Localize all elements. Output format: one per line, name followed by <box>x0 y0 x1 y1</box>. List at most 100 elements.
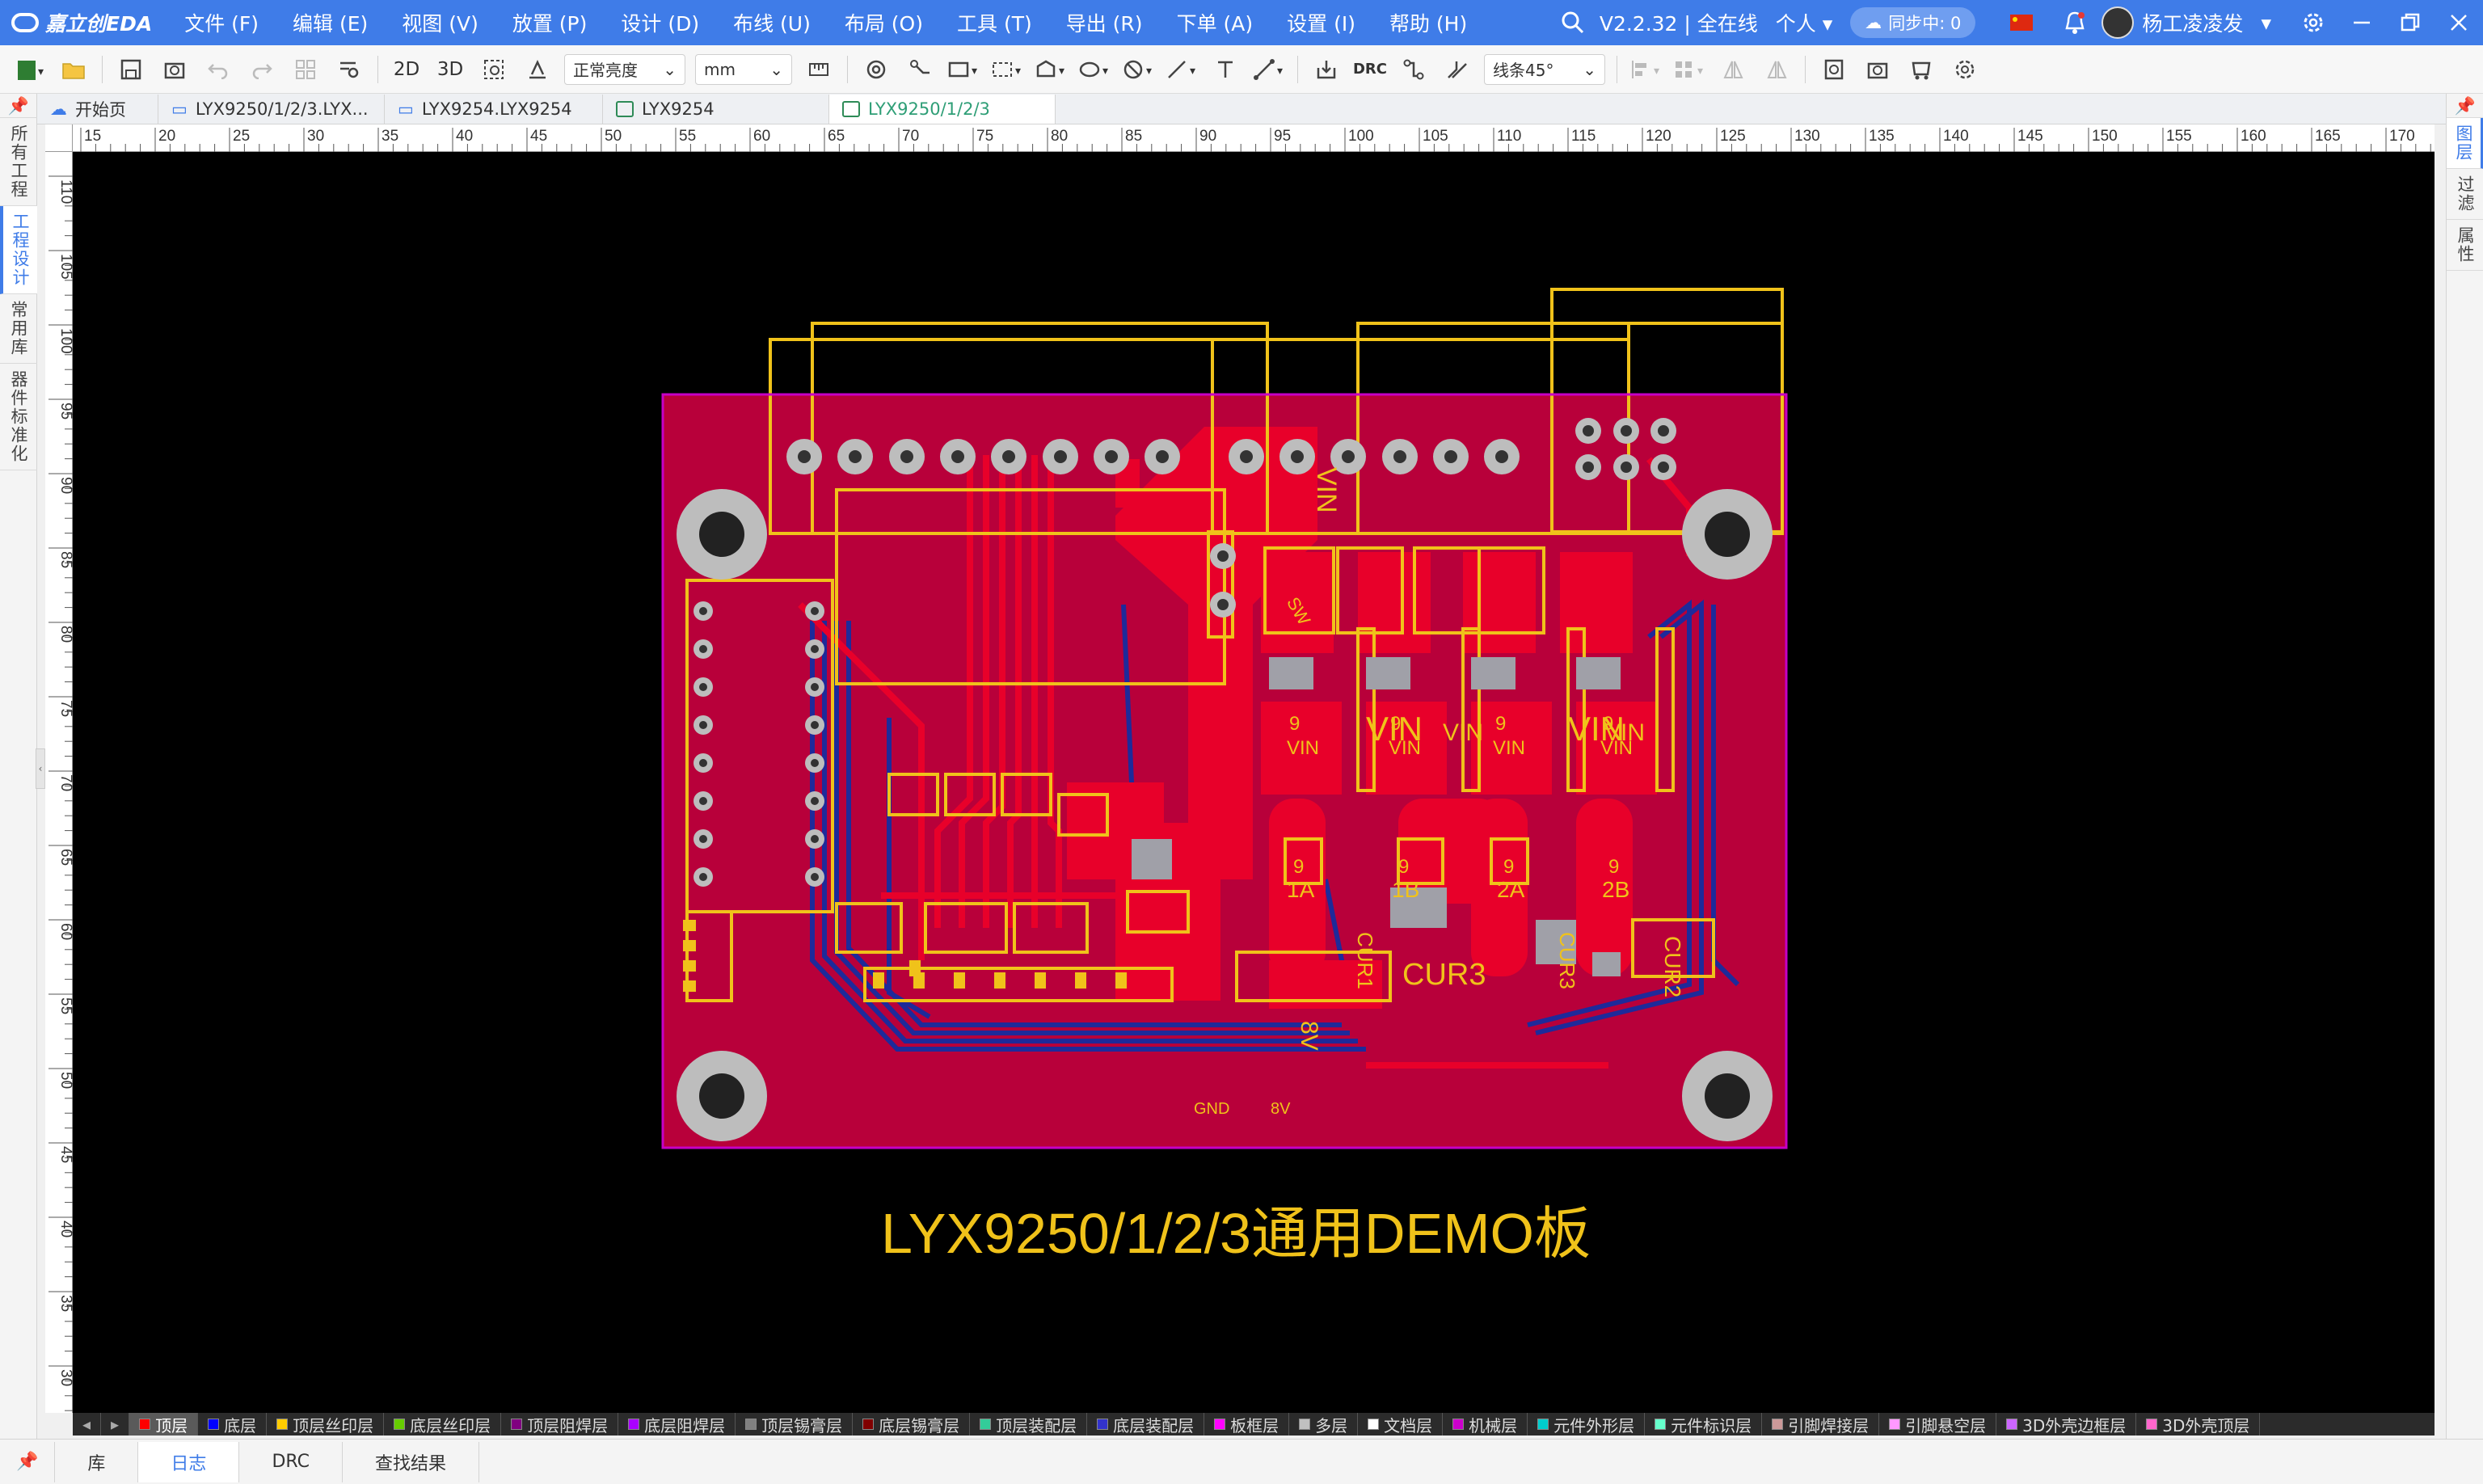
screenshot-icon[interactable] <box>157 52 192 87</box>
camera-icon[interactable] <box>1860 52 1895 87</box>
layer-item[interactable]: 3D外壳顶层 <box>2136 1413 2261 1436</box>
pin-icon[interactable]: 📌 <box>0 1441 56 1482</box>
layer-item[interactable]: 底层锡膏层 <box>853 1413 971 1436</box>
menu-place[interactable]: 放置 (P) <box>512 12 588 36</box>
diff-pair-icon[interactable] <box>1440 52 1475 87</box>
board-outline[interactable] <box>661 393 1788 1149</box>
layer-item[interactable]: 机械层 <box>1443 1413 1528 1436</box>
layer-item[interactable]: 底层阻焊层 <box>618 1413 736 1436</box>
layer-item[interactable]: 顶层阻焊层 <box>501 1413 619 1436</box>
via-icon[interactable] <box>858 52 894 87</box>
distribute-icon[interactable]: ▾ <box>1671 52 1707 87</box>
menu-settings[interactable]: 设置 (I) <box>1287 12 1355 36</box>
layer-item[interactable]: 3D外壳边框层 <box>1996 1413 2137 1436</box>
menu-file[interactable]: 文件 (F) <box>184 12 259 36</box>
layer-item[interactable]: 顶层装配层 <box>970 1413 1088 1436</box>
search-icon[interactable] <box>1561 11 1585 35</box>
track-icon[interactable] <box>902 52 938 87</box>
align-icon[interactable]: ▾ <box>1628 52 1663 87</box>
menu-design[interactable]: 设计 (D) <box>621 12 700 36</box>
brightness-select[interactable]: 正常亮度⌄ <box>564 53 685 85</box>
region-icon[interactable]: ▾ <box>989 52 1025 87</box>
zoom-fit-icon[interactable] <box>476 52 512 87</box>
gear-icon[interactable] <box>1947 52 1983 87</box>
drc-button[interactable]: DRC <box>1352 61 1387 78</box>
board-title[interactable]: LYX9250/1/2/3通用DEMO板 <box>881 1202 1591 1265</box>
pin-icon[interactable]: 📌 <box>0 94 37 118</box>
sidebar-tab-filter[interactable]: 过滤 <box>2447 169 2483 220</box>
menu-help[interactable]: 帮助 (H) <box>1389 12 1468 36</box>
bom-icon[interactable] <box>1903 52 1939 87</box>
left-panel-collapse-handle[interactable]: ‹ <box>36 748 45 789</box>
user-avatar[interactable] <box>2101 6 2135 39</box>
layer-item[interactable]: 顶层锡膏层 <box>736 1413 854 1436</box>
save-icon[interactable] <box>113 52 149 87</box>
circle-slash-icon[interactable]: ▾ <box>1120 52 1156 87</box>
flip-vertical-icon[interactable] <box>1759 52 1794 87</box>
tab-lyx9254-project[interactable]: ▭ LYX9254.LYX9254 <box>385 95 603 124</box>
layer-item[interactable]: 板框层 <box>1204 1413 1290 1436</box>
pcb-drawing[interactable]: VIN VIN VIN VIN VIN 9 VIN 9 VIN 9 VIN 9 … <box>73 152 2435 1413</box>
account-mode-dropdown[interactable]: 个人 ▾ <box>1775 12 1833 36</box>
menu-export[interactable]: 导出 (R) <box>1065 12 1143 36</box>
tab-lyx9254-pcb[interactable]: LYX9254 <box>603 95 829 124</box>
sidebar-tab-component-standardization[interactable]: 器件标准化 <box>0 364 37 470</box>
bottom-tab-log[interactable]: 日志 <box>138 1441 240 1482</box>
layer-item[interactable]: 元件外形层 <box>1528 1413 1646 1436</box>
flip-horizontal-icon[interactable] <box>1715 52 1751 87</box>
dimension-icon[interactable]: ▾ <box>1251 52 1287 87</box>
user-name[interactable]: 杨工凌凌发 <box>2142 12 2244 36</box>
close-icon[interactable] <box>2435 0 2483 45</box>
flag-icon[interactable] <box>2009 11 2034 35</box>
sidebar-tab-all-projects[interactable]: 所有工程 <box>0 118 37 206</box>
layer-item[interactable]: 元件标识层 <box>1645 1413 1763 1436</box>
bottom-tab-drc[interactable]: DRC <box>239 1441 343 1482</box>
gear-icon[interactable] <box>2289 0 2338 45</box>
gerber-icon[interactable] <box>1816 52 1852 87</box>
sidebar-tab-layers[interactable]: 图层 <box>2447 118 2483 169</box>
open-folder-icon[interactable] <box>56 52 91 87</box>
menu-order[interactable]: 下单 (A) <box>1176 12 1254 36</box>
view-3d-button[interactable]: 3D <box>436 58 464 80</box>
ellipse-icon[interactable]: ▾ <box>1077 52 1112 87</box>
line-icon[interactable]: ▾ <box>1164 52 1199 87</box>
sync-status[interactable]: ☁ 同步中: 0 <box>1850 7 1976 38</box>
layer-item[interactable]: 底层装配层 <box>1087 1413 1205 1436</box>
highlight-icon[interactable] <box>520 52 555 87</box>
layer-item[interactable]: 文档层 <box>1358 1413 1444 1436</box>
menu-layout[interactable]: 布局 (O) <box>844 12 923 36</box>
menu-edit[interactable]: 编辑 (E) <box>293 12 369 36</box>
sidebar-tab-project-design[interactable]: 工程设计 <box>0 206 37 294</box>
app-logo[interactable]: 嘉立创EDA <box>11 8 152 37</box>
layer-item[interactable]: 引脚悬空层 <box>1879 1413 1997 1436</box>
layer-item[interactable]: 顶层 <box>129 1413 199 1436</box>
layer-item[interactable]: 多层 <box>1289 1413 1359 1436</box>
user-menu-chevron-icon[interactable]: ▾ <box>2261 11 2271 35</box>
layer-item[interactable]: 底层 <box>198 1413 268 1436</box>
minimize-icon[interactable] <box>2338 0 2386 45</box>
menu-view[interactable]: 视图 (V) <box>402 12 478 36</box>
import-icon[interactable] <box>1309 52 1344 87</box>
sidebar-tab-common-library[interactable]: 常用库 <box>0 294 37 364</box>
view-2d-button[interactable]: 2D <box>393 58 420 80</box>
pcb-canvas[interactable]: VIN VIN VIN VIN VIN 9 VIN 9 VIN 9 VIN 9 … <box>73 152 2435 1413</box>
menu-route[interactable]: 布线 (U) <box>733 12 811 36</box>
layer-scroll-left-icon[interactable]: ◂ <box>73 1413 102 1436</box>
tab-start-page[interactable]: ☁ 开始页 <box>37 95 158 124</box>
tab-lyx9250-pcb[interactable]: LYX9250/1/2/3 <box>829 95 1056 124</box>
bottom-tab-library[interactable]: 库 <box>55 1441 139 1482</box>
tab-lyx9250-project[interactable]: ▭ LYX9250/1/2/3.LYX... <box>158 95 385 124</box>
layer-item[interactable]: 引脚焊接层 <box>1762 1413 1880 1436</box>
line-mode-select[interactable]: 线条45°⌄ <box>1484 53 1605 85</box>
redo-icon[interactable] <box>244 52 280 87</box>
measure-icon[interactable] <box>801 52 837 87</box>
undo-icon[interactable] <box>200 52 236 87</box>
rectangle-icon[interactable]: ▾ <box>946 52 981 87</box>
notification-bell-icon[interactable] <box>2063 11 2087 35</box>
pin-icon[interactable]: 📌 <box>2447 94 2483 118</box>
unit-select[interactable]: mm⌄ <box>695 53 792 85</box>
grid-icon[interactable] <box>288 52 323 87</box>
route-icon[interactable] <box>1396 52 1431 87</box>
polygon-icon[interactable]: ▾ <box>1033 52 1069 87</box>
layer-scroll-right-icon[interactable]: ▸ <box>101 1413 130 1436</box>
